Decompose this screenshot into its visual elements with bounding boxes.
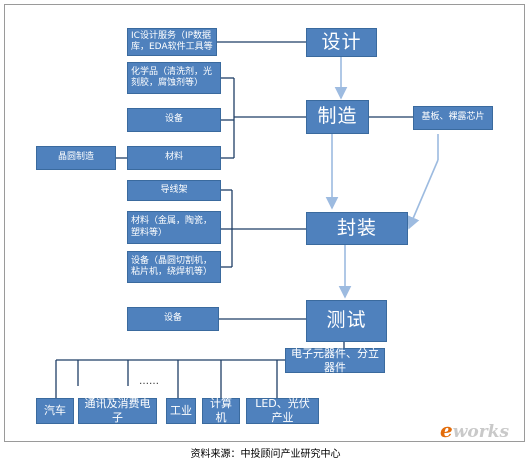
diagram-frame bbox=[4, 4, 525, 442]
ic-design-services-box: IC设计服务（IP数据库，EDA软件工具等 bbox=[127, 28, 217, 56]
application-telecom-consumer-box: 通讯及消费电子 bbox=[78, 397, 157, 424]
eworks-logo: eworks bbox=[440, 418, 510, 442]
chemicals-box: 化学品（清洗剂，光刻胶，腐蚀剂等） bbox=[127, 62, 221, 94]
wafer-manufacturing-box: 晶圆制造 bbox=[36, 146, 116, 170]
equipment-packaging-box: 设备（晶圆切割机，粘片机，绕焊机等） bbox=[127, 251, 221, 283]
application-industry-box: 工业 bbox=[166, 398, 196, 424]
equipment-manufacturing-box: 设备 bbox=[127, 108, 221, 132]
application-auto-box: 汽车 bbox=[36, 398, 74, 424]
application-led-pv-box: LED、光伏产业 bbox=[246, 397, 319, 424]
design-stage-box: 设计 bbox=[306, 28, 377, 57]
materials-packaging-box: 材料（金属，陶瓷，塑料等） bbox=[127, 211, 221, 244]
equipment-testing-box: 设备 bbox=[127, 307, 219, 331]
packaging-stage-box: 封装 bbox=[306, 212, 408, 245]
application-computer-box: 计算机 bbox=[202, 397, 240, 424]
manufacturing-stage-box: 制造 bbox=[306, 100, 369, 134]
components-box: 电子元器件、分立器件 bbox=[285, 347, 385, 374]
testing-stage-box: 测试 bbox=[306, 300, 387, 342]
leadframe-box: 导线架 bbox=[127, 180, 221, 201]
substrate-chip-box: 基板、裸露芯片 bbox=[413, 106, 493, 130]
ellipsis: …… bbox=[139, 376, 159, 387]
materials-manufacturing-box: 材料 bbox=[127, 146, 221, 170]
source-caption: 资料来源：中投顾问产业研究中心 bbox=[190, 449, 341, 460]
